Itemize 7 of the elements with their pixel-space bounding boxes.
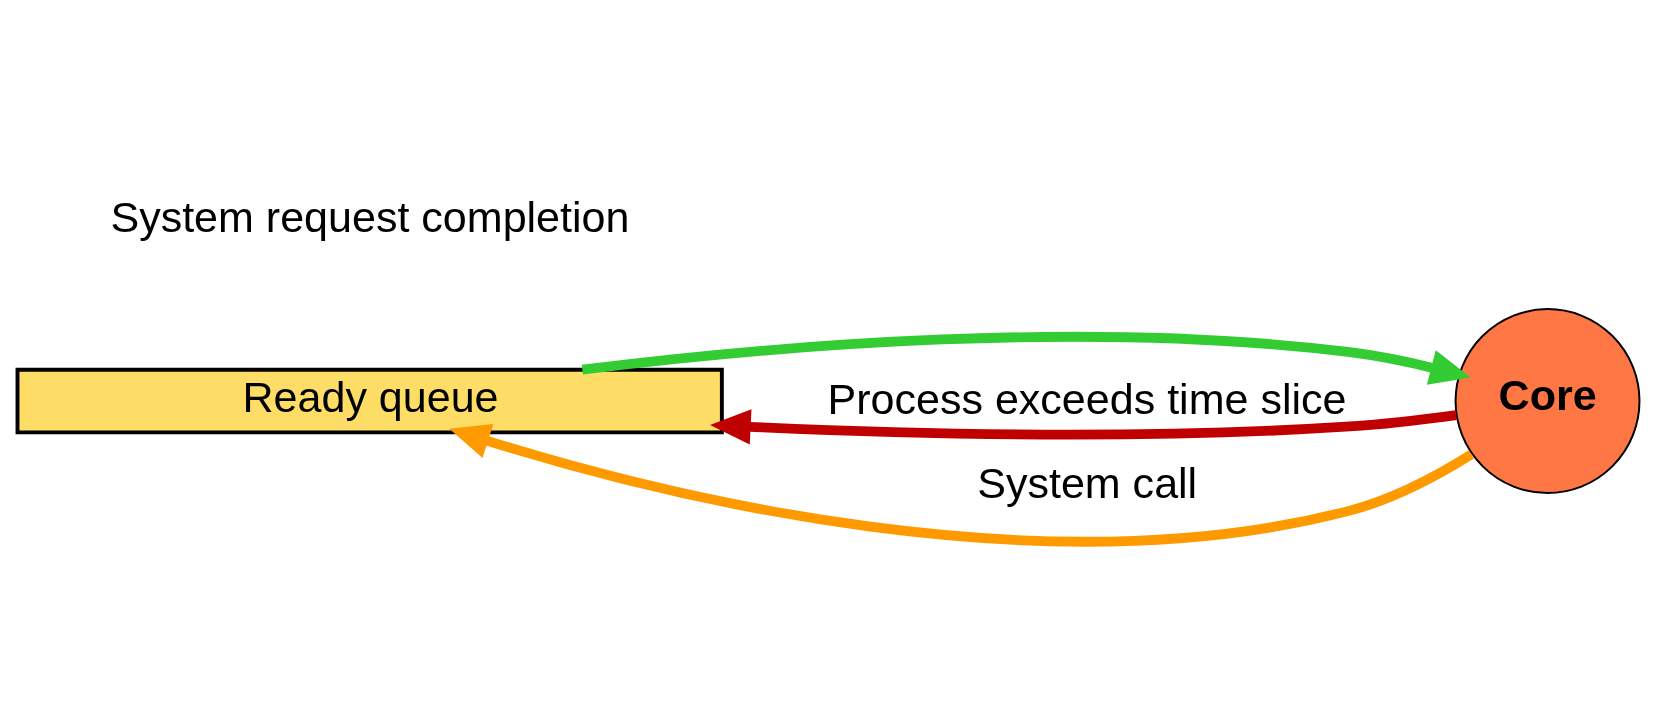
edge-label: System call <box>977 459 1198 508</box>
arrow <box>710 409 1457 445</box>
label: System request completion <box>110 193 630 241</box>
node-box: Ready queue <box>15 367 724 435</box>
node-circle: Core <box>1454 308 1641 494</box>
arrow <box>449 424 1474 547</box>
edge-label: Process exceeds time slice <box>827 374 1347 423</box>
